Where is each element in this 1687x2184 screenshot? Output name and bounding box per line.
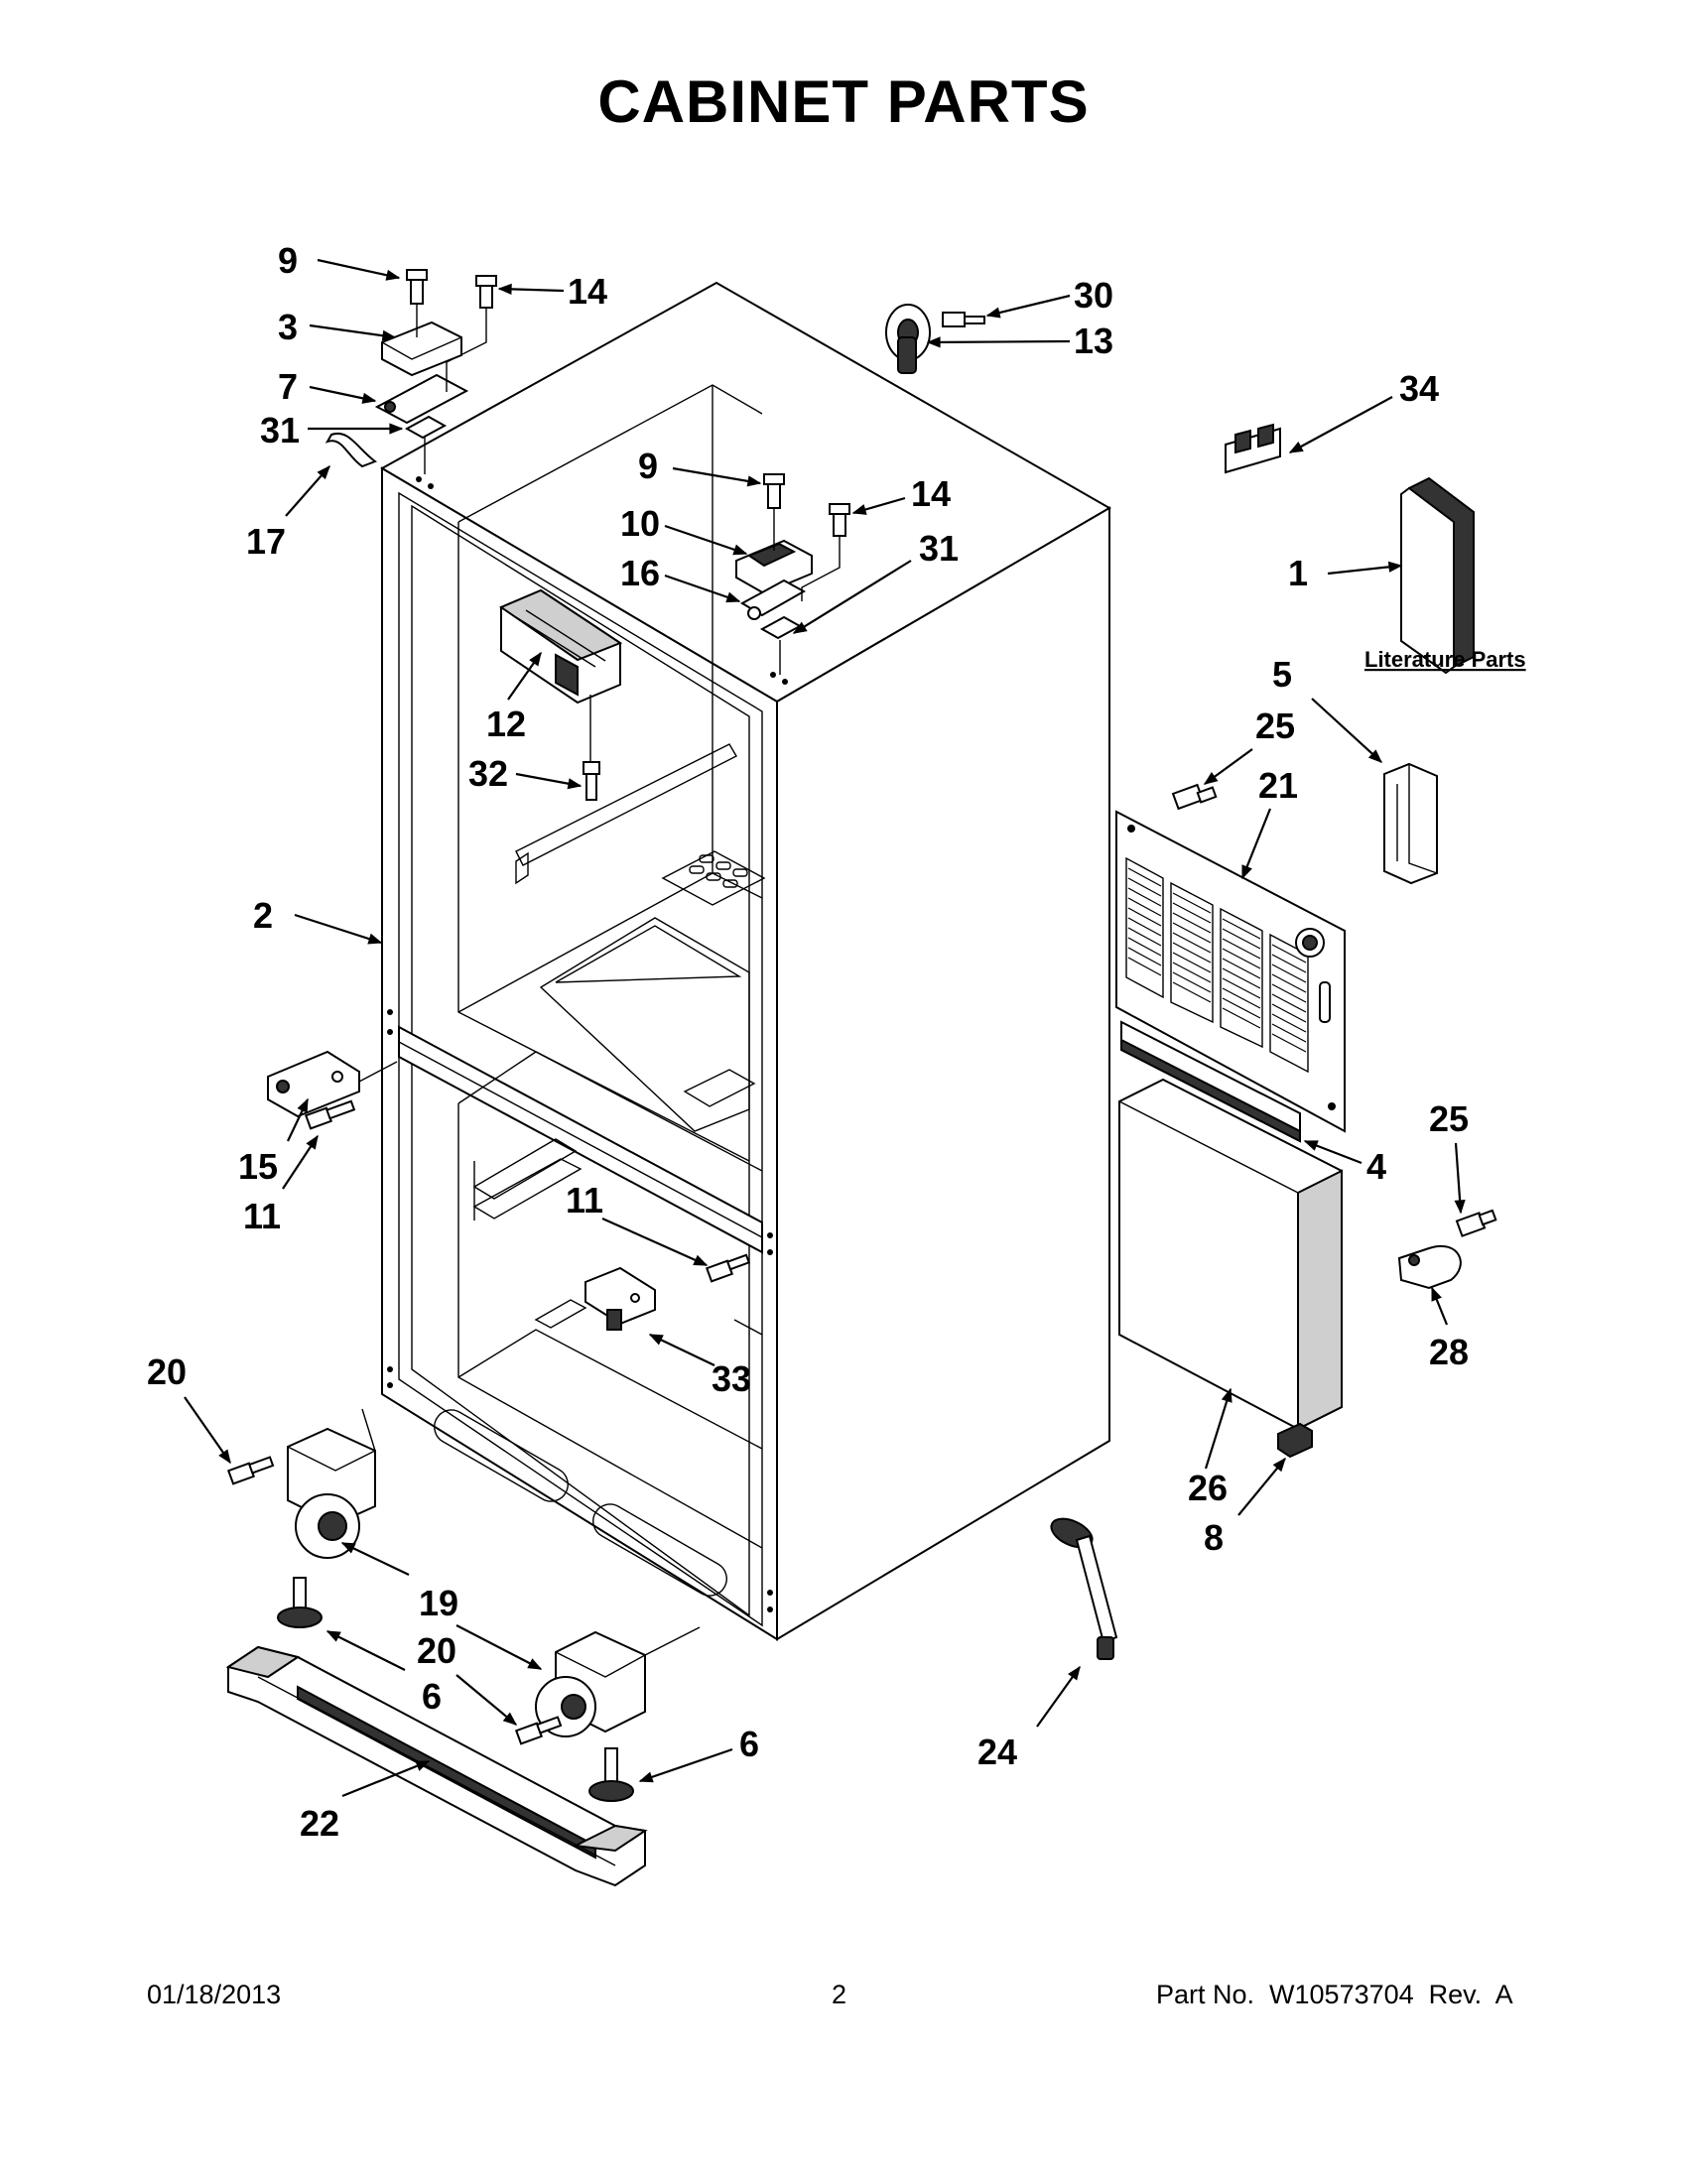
callout-2: 2 xyxy=(253,895,273,936)
right-roller-assembly xyxy=(514,1626,701,1802)
callout-17: 17 xyxy=(246,521,286,562)
callout-16: 16 xyxy=(620,553,660,593)
callout-32: 32 xyxy=(468,753,508,794)
callout-14: 14 xyxy=(911,473,951,514)
callout-5: 5 xyxy=(1272,654,1292,695)
callout-19: 19 xyxy=(419,1583,458,1623)
callout-20: 20 xyxy=(417,1630,456,1671)
callout-11: 11 xyxy=(243,1196,281,1236)
callout-3: 3 xyxy=(278,307,298,347)
callout-10: 10 xyxy=(620,503,660,544)
middle-hinge-assembly xyxy=(267,1050,398,1130)
callout-14: 14 xyxy=(568,271,607,312)
callout-31: 31 xyxy=(919,528,959,569)
refrigerator-cabinet xyxy=(379,281,1111,1641)
callout-25: 25 xyxy=(1429,1098,1469,1139)
wand-24-part xyxy=(1050,1517,1118,1660)
callout-9: 9 xyxy=(278,240,298,281)
inner-hinge-33 xyxy=(584,1266,656,1331)
callout-1: 1 xyxy=(1288,553,1308,593)
leader-lines xyxy=(184,258,1466,1798)
callout-13: 13 xyxy=(1074,321,1113,361)
callout-34: 34 xyxy=(1399,368,1439,409)
top-center-hinge-assembly xyxy=(735,473,850,675)
inner-screw-11 xyxy=(705,1253,751,1283)
page-title: CABINET PARTS xyxy=(597,68,1090,135)
base-grille-22 xyxy=(225,1645,648,1887)
literature-booklet xyxy=(1400,476,1475,675)
callout-25: 25 xyxy=(1255,706,1295,746)
callout-6: 6 xyxy=(422,1676,442,1717)
callout-30: 30 xyxy=(1074,275,1113,316)
strip-4-part xyxy=(1120,1020,1301,1143)
damper-control-part xyxy=(885,304,985,374)
literature-parts-label: Literature Parts xyxy=(1364,647,1526,672)
callout-31: 31 xyxy=(260,410,300,450)
callout-28: 28 xyxy=(1429,1332,1469,1372)
air-damper-housing xyxy=(498,588,623,801)
clip-8-part xyxy=(1277,1422,1313,1459)
callout-15: 15 xyxy=(238,1146,278,1187)
footer-date: 01/18/2013 xyxy=(147,1980,282,2009)
callout-24: 24 xyxy=(977,1732,1017,1772)
callout-4: 4 xyxy=(1366,1146,1386,1187)
callout-26: 26 xyxy=(1188,1468,1228,1508)
callout-20: 20 xyxy=(147,1351,187,1392)
footer-page-number: 2 xyxy=(832,1980,847,2009)
callout-9: 9 xyxy=(638,446,658,486)
callout-11: 11 xyxy=(566,1180,603,1220)
callout-labels: 9 14 3 7 31 17 30 13 34 9 14 10 16 31 1 … xyxy=(147,240,1469,1844)
footer-part-number: Part No. W10573704 Rev. A xyxy=(1156,1980,1513,2009)
callout-33: 33 xyxy=(712,1358,751,1399)
callout-6: 6 xyxy=(739,1724,759,1764)
front-panel-26 xyxy=(1118,1078,1343,1431)
callout-8: 8 xyxy=(1204,1517,1224,1558)
clamp-28-part xyxy=(1397,1245,1462,1290)
callout-7: 7 xyxy=(278,366,298,407)
top-left-hinge-assembly xyxy=(324,269,497,474)
callout-12: 12 xyxy=(486,704,526,744)
bracket-5-part xyxy=(1383,762,1438,885)
clip-34-part xyxy=(1225,423,1281,474)
callout-21: 21 xyxy=(1258,765,1298,806)
screw-25-lower xyxy=(1455,1209,1497,1237)
callout-22: 22 xyxy=(300,1803,339,1844)
screw-25-upper xyxy=(1171,783,1218,811)
left-roller-assembly xyxy=(226,1408,376,1628)
machine-compartment-cover xyxy=(1115,810,1346,1133)
